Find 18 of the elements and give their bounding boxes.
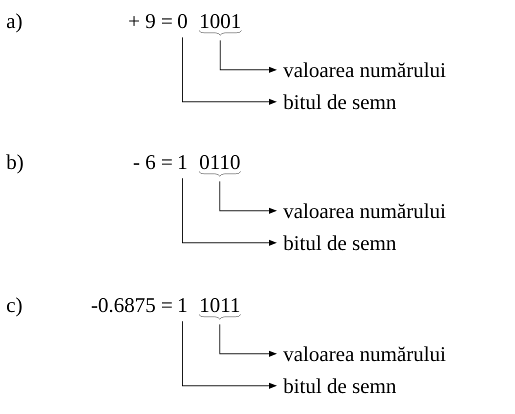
item-letter: b) [6,154,23,174]
number-expression: + 9 = [129,14,172,28]
annotation-text: bitul de semn [283,235,396,250]
magnitude-bits: 1001 [201,14,240,28]
sign-bit: 1 [179,298,186,312]
annotation-text: bitul de semn [283,94,396,110]
sign-bit: 1 [179,155,186,169]
item-letter: c) [7,297,22,316]
number-expression: -0.6875 = [92,298,172,312]
magnitude-bits: 0110 [200,155,240,170]
sign-bit: 0 [178,14,187,28]
number-expression: - 6 = [134,155,172,170]
annotation-text: valoarea numărului [283,346,446,362]
annotation-text: valoarea numărului [283,203,446,218]
annotation-text: bitul de semn [283,378,396,394]
annotation-text: valoarea numărului [283,62,446,78]
item-letter: a) [6,13,22,32]
magnitude-bits: 1011 [201,298,240,312]
